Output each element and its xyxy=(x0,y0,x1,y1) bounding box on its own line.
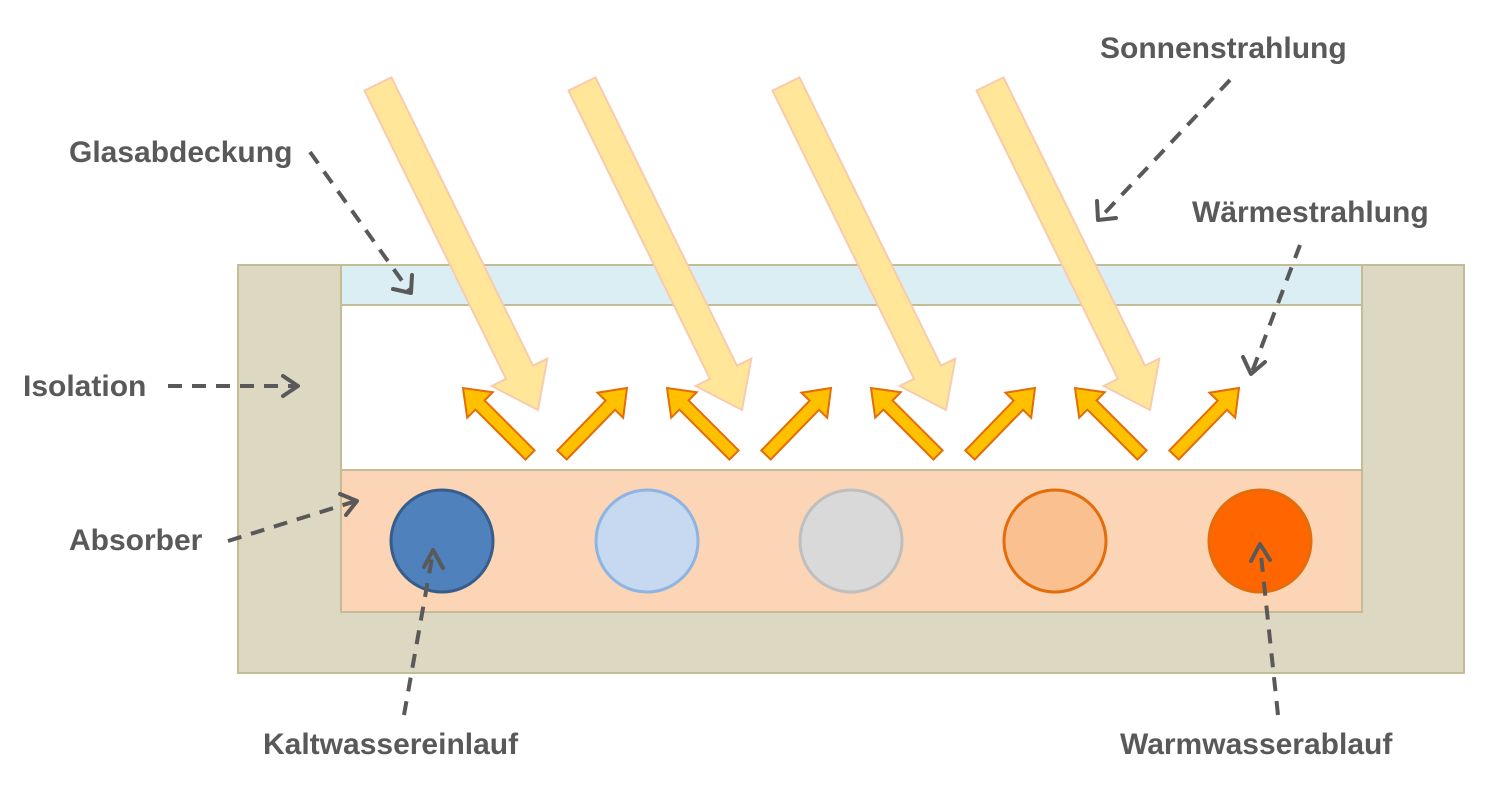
heat-radiation-arrow xyxy=(1167,386,1241,461)
pointer-sun-head xyxy=(1095,199,1118,222)
glass-cover xyxy=(340,264,1363,306)
pipe-warm xyxy=(1002,488,1108,594)
label-sun-radiation: Sonnenstrahlung xyxy=(1100,32,1347,65)
pointer-cold-inlet-head xyxy=(422,548,445,570)
pointer-insulation-head xyxy=(281,374,300,398)
label-cold-inlet: Kaltwassereinlauf xyxy=(263,728,519,761)
label-glass-cover: Glasabdeckung xyxy=(69,136,292,169)
sun-rays xyxy=(363,76,1161,412)
pointer-glass xyxy=(308,150,412,294)
heat-radiation-arrow xyxy=(963,386,1037,461)
sun-ray-arrow xyxy=(567,76,753,412)
pipes xyxy=(389,488,1313,594)
sun-ray-arrow xyxy=(771,76,957,412)
heat-radiation-arrows xyxy=(461,386,1241,462)
pipe-cool xyxy=(594,488,700,594)
sun-ray-arrow xyxy=(975,76,1161,412)
pointer-lines xyxy=(168,78,1302,716)
heat-radiation-arrow xyxy=(869,386,945,462)
pipe-hot xyxy=(1207,488,1313,594)
pointer-heat-head xyxy=(1241,355,1267,376)
pointer-cold-inlet xyxy=(402,551,435,716)
pointer-sun xyxy=(1098,78,1232,220)
heat-radiation-arrow xyxy=(461,386,537,462)
pointer-absorber-head xyxy=(338,492,359,517)
label-heat-radiation: Wärmestrahlung xyxy=(1192,196,1429,229)
label-warm-outlet: Warmwasserablauf xyxy=(1120,728,1393,761)
label-insulation: Isolation xyxy=(23,370,146,403)
heat-radiation-arrow xyxy=(665,386,741,462)
pointer-warm-outlet xyxy=(1258,545,1280,716)
pointer-glass-head xyxy=(391,273,414,295)
label-absorber: Absorber xyxy=(69,524,203,557)
pipe-neutral xyxy=(798,488,904,594)
pipe-cold xyxy=(389,488,495,594)
sun-ray-arrow xyxy=(363,76,549,412)
pointer-warm-outlet-head xyxy=(1249,542,1272,563)
heat-radiation-arrow xyxy=(759,386,833,461)
heat-radiation-arrow xyxy=(1073,386,1149,462)
heat-radiation-arrow xyxy=(555,386,629,461)
